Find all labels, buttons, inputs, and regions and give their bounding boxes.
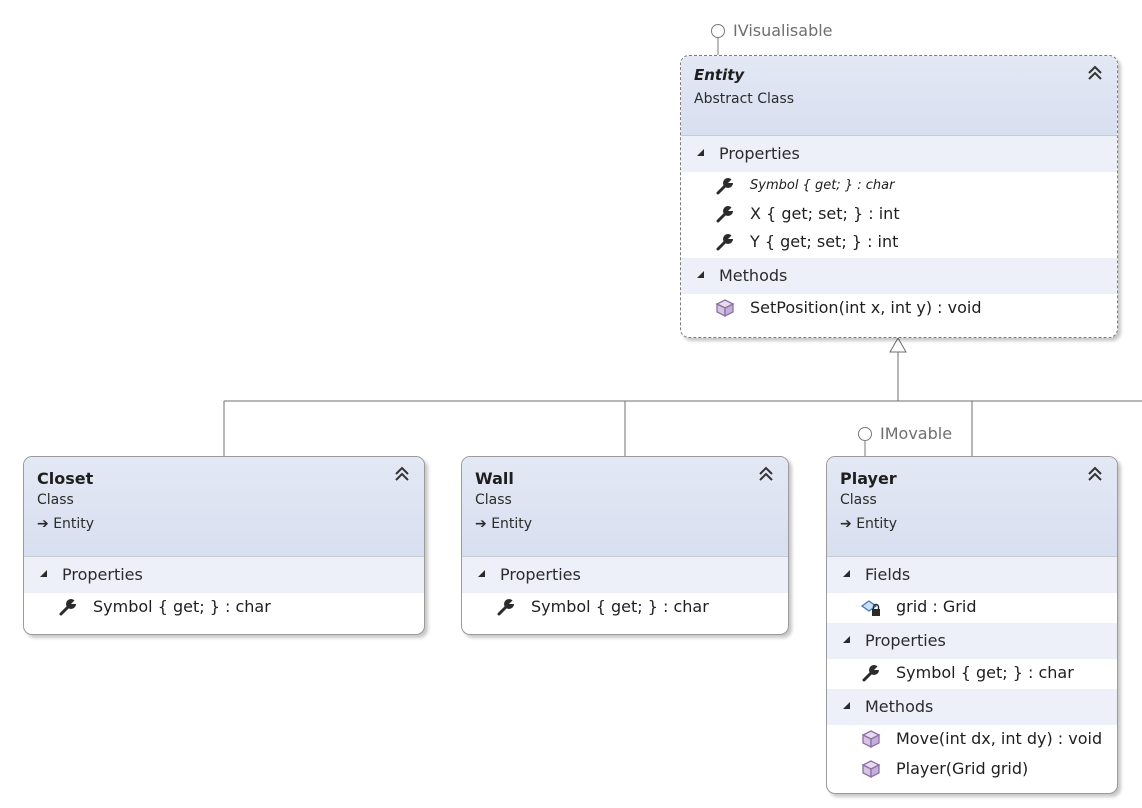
base-class-name: Entity: [856, 516, 898, 532]
class-name: Entity: [694, 66, 745, 84]
method-text: SetPosition(int x, int y) : void: [750, 298, 982, 317]
double-chevron-up-icon[interactable]: [394, 466, 410, 482]
property-item[interactable]: Symbol { get; } : char: [462, 593, 788, 623]
properties-section-header[interactable]: Properties: [681, 136, 1117, 172]
interface-label: IVisualisable: [733, 21, 833, 40]
class-header: Player Class ➔ Entity: [827, 457, 1117, 557]
base-class: ➔ Entity: [37, 516, 94, 532]
cube-icon: [715, 299, 735, 318]
double-chevron-up-icon[interactable]: [758, 466, 774, 482]
class-header: Entity Abstract Class: [681, 56, 1117, 136]
interface-label: IMovable: [880, 424, 953, 443]
triangle-icon: [697, 149, 704, 156]
wrench-icon: [497, 598, 515, 616]
section-label: Fields: [865, 565, 911, 584]
entity-class-shape[interactable]: Entity Abstract Class Properties Symbol …: [680, 55, 1118, 338]
properties-section-header[interactable]: Properties: [24, 557, 424, 593]
triangle-icon: [843, 636, 850, 643]
property-text: Symbol { get; } : char: [896, 663, 1074, 682]
base-class: ➔ Entity: [840, 516, 897, 532]
methods-section-header[interactable]: Methods: [681, 258, 1117, 294]
property-item[interactable]: Symbol { get; } : char: [24, 593, 424, 623]
cube-icon: [861, 730, 881, 749]
wrench-icon: [59, 598, 77, 616]
triangle-icon: [697, 271, 704, 278]
section-label: Properties: [719, 144, 800, 163]
triangle-icon: [40, 570, 47, 577]
ivisualisable-lollipop[interactable]: IVisualisable: [711, 21, 833, 40]
interface-icon: [858, 426, 872, 441]
class-kind: Abstract Class: [694, 91, 795, 107]
method-item[interactable]: Move(int dx, int dy) : void: [827, 725, 1117, 755]
base-class-name: Entity: [491, 516, 533, 532]
class-kind: Class: [475, 492, 512, 508]
section-label: Methods: [719, 266, 788, 285]
fields-section-header[interactable]: Fields: [827, 557, 1117, 593]
class-name: Player: [840, 469, 897, 488]
section-label: Properties: [500, 565, 581, 584]
triangle-icon: [843, 570, 850, 577]
field-text: grid : Grid: [896, 597, 977, 616]
wrench-icon: [862, 664, 880, 682]
class-header: Wall Class ➔ Entity: [462, 457, 788, 557]
section-label: Methods: [865, 697, 934, 716]
wrench-icon: [716, 205, 734, 223]
imovable-lollipop[interactable]: IMovable: [858, 424, 952, 443]
class-name: Wall: [475, 469, 514, 488]
inheritance-arrowhead: [889, 336, 907, 353]
section-label: Properties: [865, 631, 946, 650]
arrow-icon: ➔: [37, 516, 54, 532]
interface-icon: [711, 23, 725, 38]
property-item[interactable]: X { get; set; } : int: [681, 200, 1117, 228]
property-item[interactable]: Symbol { get; } : char: [827, 659, 1117, 689]
double-chevron-up-icon[interactable]: [1087, 466, 1103, 482]
method-text: Player(Grid grid): [896, 759, 1029, 778]
wrench-icon: [716, 177, 734, 195]
arrow-icon: ➔: [840, 516, 857, 532]
section-label: Properties: [62, 565, 143, 584]
wall-class-shape[interactable]: Wall Class ➔ Entity Properties Symbol { …: [461, 456, 789, 635]
triangle-icon: [843, 702, 850, 709]
arrow-icon: ➔: [475, 516, 492, 532]
class-name: Closet: [37, 469, 94, 488]
property-text: Y { get; set; } : int: [750, 232, 899, 251]
property-text: X { get; set; } : int: [750, 204, 900, 223]
cube-icon: [861, 760, 881, 779]
base-class: ➔ Entity: [475, 516, 532, 532]
field-item[interactable]: grid : Grid: [827, 593, 1117, 623]
method-item[interactable]: SetPosition(int x, int y) : void: [681, 294, 1117, 324]
base-class-name: Entity: [53, 516, 95, 532]
methods-section-header[interactable]: Methods: [827, 689, 1117, 725]
class-kind: Class: [37, 492, 74, 508]
property-text: Symbol { get; } : char: [531, 597, 709, 616]
double-chevron-up-icon[interactable]: [1087, 65, 1103, 81]
closet-class-shape[interactable]: Closet Class ➔ Entity Properties Symbol …: [23, 456, 425, 635]
property-text: Symbol { get; } : char: [93, 597, 271, 616]
class-kind: Class: [840, 492, 877, 508]
property-item[interactable]: Y { get; set; } : int: [681, 228, 1117, 258]
class-header: Closet Class ➔ Entity: [24, 457, 424, 557]
wrench-icon: [716, 233, 734, 251]
field-lock-icon: [861, 600, 880, 616]
method-text: Move(int dx, int dy) : void: [896, 729, 1103, 748]
property-item[interactable]: Symbol { get; } : char: [681, 172, 1117, 200]
properties-section-header[interactable]: Properties: [827, 623, 1117, 659]
player-class-shape[interactable]: Player Class ➔ Entity Fields grid : Grid…: [826, 456, 1118, 794]
triangle-icon: [478, 570, 485, 577]
properties-section-header[interactable]: Properties: [462, 557, 788, 593]
method-item[interactable]: Player(Grid grid): [827, 755, 1117, 785]
property-text: Symbol { get; } : char: [750, 178, 895, 193]
